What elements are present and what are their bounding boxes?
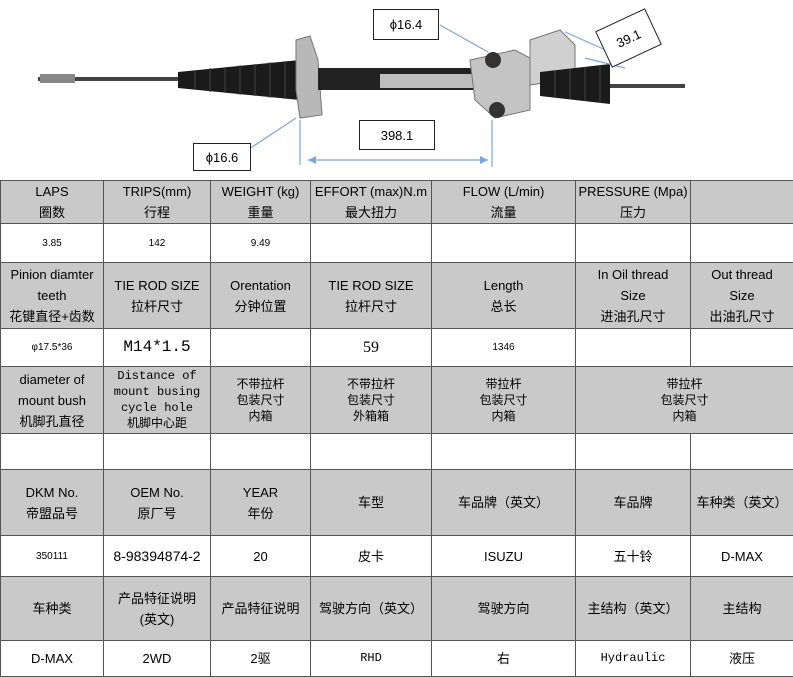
mount-distance-value	[104, 434, 211, 470]
drive-direction-en-header: 驾驶方向（英文）	[311, 577, 432, 641]
dkm-no-value: 350111	[1, 536, 104, 577]
right-tie-rod	[610, 84, 685, 88]
table-row-header-features: 车种类 产品特征说明(英文) 产品特征说明 驾驶方向（英文） 驾驶方向 主结构（…	[1, 577, 793, 641]
package-with-rod-inner-header-2: 带拉杆包装尺寸内箱	[576, 367, 793, 434]
brand-value: 五十铃	[576, 536, 691, 577]
brand-en-header: 车品牌（英文）	[432, 470, 576, 536]
package-no-rod-inner-header: 不带拉杆包装尺寸内箱	[211, 367, 311, 434]
product-figure: ϕ16.4 39.1 398.1 ϕ16.6	[0, 0, 793, 180]
top-bushing	[485, 52, 501, 68]
vehicle-type-header: 车型	[311, 470, 432, 536]
dimension-distance: 398.1	[359, 120, 435, 150]
trips-value: 142	[104, 224, 211, 263]
dimension-phi-bottom: ϕ16.6	[193, 143, 251, 171]
main-structure-value: 液压	[691, 641, 793, 677]
table-row-dimension-values: φ17.5*36 M14*1.5 59 1346	[1, 329, 793, 367]
vehicle-kind-header: 车种类	[1, 577, 104, 641]
feature-en-header: 产品特征说明(英文)	[104, 577, 211, 641]
package-no-rod-outer-value	[311, 434, 432, 470]
feature-en-value: 2WD	[104, 641, 211, 677]
drive-direction-value: 右	[432, 641, 576, 677]
package-with-rod-inner-value	[432, 434, 576, 470]
vehicle-kind-en-header: 车种类（英文）	[691, 470, 793, 536]
vehicle-type-value: 皮卡	[311, 536, 432, 577]
effort-value	[311, 224, 432, 263]
in-oil-thread-value	[576, 329, 691, 367]
weight-header: WEIGHT (kg)重量	[211, 181, 311, 224]
brand-en-value: ISUZU	[432, 536, 576, 577]
vehicle-kind-value: D-MAX	[1, 641, 104, 677]
empty-value	[691, 224, 793, 263]
flow-value	[432, 224, 576, 263]
main-structure-header: 主结构	[691, 577, 793, 641]
length-value: 1346	[432, 329, 576, 367]
feature-value: 2驱	[211, 641, 311, 677]
out-thread-value	[691, 329, 793, 367]
package-no-rod-outer-header: 不带拉杆包装尺寸外箱箱	[311, 367, 432, 434]
main-structure-en-header: 主结构（英文）	[576, 577, 691, 641]
pressure-value	[576, 224, 691, 263]
distance-arrow-right	[480, 156, 488, 164]
bottom-bushing	[489, 102, 505, 118]
vehicle-kind-en-value: D-MAX	[691, 536, 793, 577]
table-row-feature-values: D-MAX 2WD 2驱 RHD 右 Hydraulic 液压	[1, 641, 793, 677]
tie-rod-size-value: M14*1.5	[104, 329, 211, 367]
laps-value: 3.85	[1, 224, 104, 263]
trips-header: TRIPS(mm)行程	[104, 181, 211, 224]
weight-value: 9.49	[211, 224, 311, 263]
main-structure-en-value: Hydraulic	[576, 641, 691, 677]
brand-header: 车品牌	[576, 470, 691, 536]
distance-arrow-left	[308, 156, 316, 164]
phi-top-leader	[440, 25, 488, 52]
left-rod-end	[40, 74, 75, 83]
table-row-performance-values: 3.85 142 9.49	[1, 224, 793, 263]
pinion-value: φ17.5*36	[1, 329, 104, 367]
flow-header: FLOW (L/min)流量	[432, 181, 576, 224]
pressure-header: PRESSURE (Mpa)压力	[576, 181, 691, 224]
package-no-rod-inner-value	[211, 434, 311, 470]
drive-direction-en-value: RHD	[311, 641, 432, 677]
orientation-value	[211, 329, 311, 367]
dkm-no-header: DKM No.帝盟品号	[1, 470, 104, 536]
oem-no-value: 8-98394874-2	[104, 536, 211, 577]
left-bellows	[178, 60, 300, 100]
table-row-vehicle-values: 350111 8-98394874-2 20 皮卡 ISUZU 五十铃 D-MA…	[1, 536, 793, 577]
mount-bush-diameter-value	[1, 434, 104, 470]
oem-no-header: OEM No.原厂号	[104, 470, 211, 536]
empty-header	[691, 181, 793, 224]
feature-header: 产品特征说明	[211, 577, 311, 641]
year-value: 20	[211, 536, 311, 577]
package-with-rod-value-7	[691, 434, 793, 470]
package-with-rod-value-6	[576, 434, 691, 470]
table-row-packaging-values	[1, 434, 793, 470]
drive-direction-header: 驾驶方向	[432, 577, 576, 641]
package-with-rod-inner-header: 带拉杆包装尺寸内箱	[432, 367, 576, 434]
dimension-phi-top: ϕ16.4	[373, 9, 439, 40]
tie-rod-size-value-2: 59	[311, 329, 432, 367]
